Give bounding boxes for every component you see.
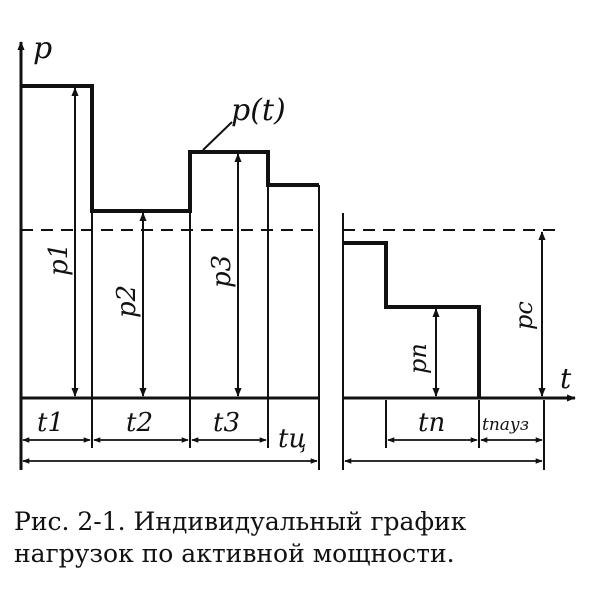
t1-label: t1 — [37, 408, 64, 438]
curve-label: p(t) — [231, 93, 286, 128]
figure-caption: Рис. 2-1. Индивидуальный график нагрузок… — [14, 506, 594, 570]
t2-label: t2 — [126, 408, 153, 438]
load-curve-right — [343, 241, 481, 398]
pc-label: pс — [510, 301, 538, 330]
tpause-label: tпауз — [482, 415, 529, 435]
pn-label: pп — [404, 343, 432, 374]
load-curve-left — [21, 84, 319, 213]
p2-label: p2 — [112, 285, 142, 318]
curve-leader — [202, 121, 233, 151]
tc-label: tц — [278, 424, 307, 454]
p3-label: p3 — [207, 255, 237, 288]
caption-line-1: Рис. 2-1. Индивидуальный график — [14, 507, 467, 536]
tn-label: tп — [418, 408, 445, 438]
axis-t-label: t — [560, 362, 572, 395]
caption-line-2: нагрузок по активной мощности. — [14, 539, 455, 568]
p1-label: p1 — [44, 243, 74, 276]
t3-label: t3 — [213, 408, 240, 438]
axis-p-label: p — [33, 31, 52, 66]
